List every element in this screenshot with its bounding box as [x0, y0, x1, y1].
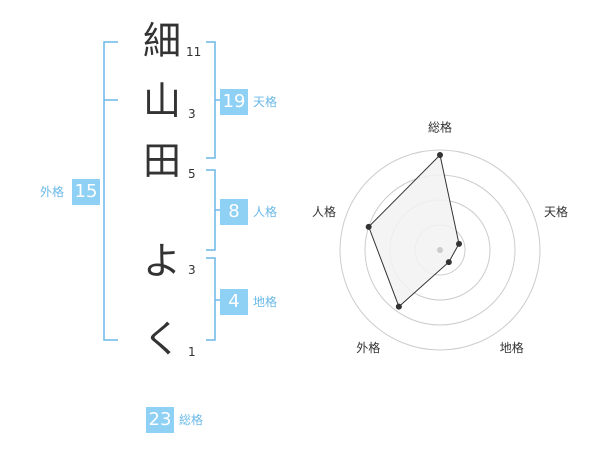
radar-point-2: [456, 240, 463, 247]
gaikaku-value: 15: [72, 179, 100, 205]
name-char-4: よ: [142, 239, 181, 283]
jinkaku-label: 人格: [253, 205, 278, 219]
radar-point-4: [395, 303, 402, 310]
radar-data-polygon: [368, 153, 460, 308]
stroke-count-3: 5: [188, 167, 196, 181]
stroke-count-5: 1: [188, 345, 196, 359]
radar-point-3: [445, 259, 452, 266]
radar-point-5: [365, 223, 372, 230]
gaikaku-label: 外格: [40, 185, 65, 199]
name-char-5: く: [142, 317, 181, 361]
soukaku-label: 総格: [179, 413, 204, 427]
chikaku-label: 地格: [253, 295, 278, 309]
radar-center-dot: [437, 247, 443, 253]
chikaku-value: 4: [220, 289, 248, 315]
stroke-count-1: 11: [186, 45, 202, 59]
tenkaku-value: 19: [220, 89, 248, 115]
radar-point-1: [437, 152, 443, 158]
name-char-1: 細: [142, 19, 181, 63]
radar-axis-label-4: 外格: [356, 340, 380, 355]
radar-axis-label-1: 総格: [428, 120, 452, 135]
stroke-count-2: 3: [188, 107, 196, 121]
jinkaku-value: 8: [220, 199, 248, 225]
chikaku-bracket: [206, 257, 216, 341]
name-char-2: 山: [142, 79, 181, 123]
soukaku-value: 23: [146, 407, 174, 433]
radar-axis-label-2: 天格: [544, 204, 568, 219]
radar-axis-label-5: 人格: [312, 204, 336, 219]
name-char-3: 田: [142, 139, 181, 183]
tenkaku-label: 天格: [253, 95, 278, 109]
stroke-count-4: 3: [188, 263, 196, 277]
radar-ring-4: [339, 149, 541, 351]
radar-axis-label-3: 地格: [500, 340, 524, 355]
gaikaku-bracket: [103, 41, 118, 341]
